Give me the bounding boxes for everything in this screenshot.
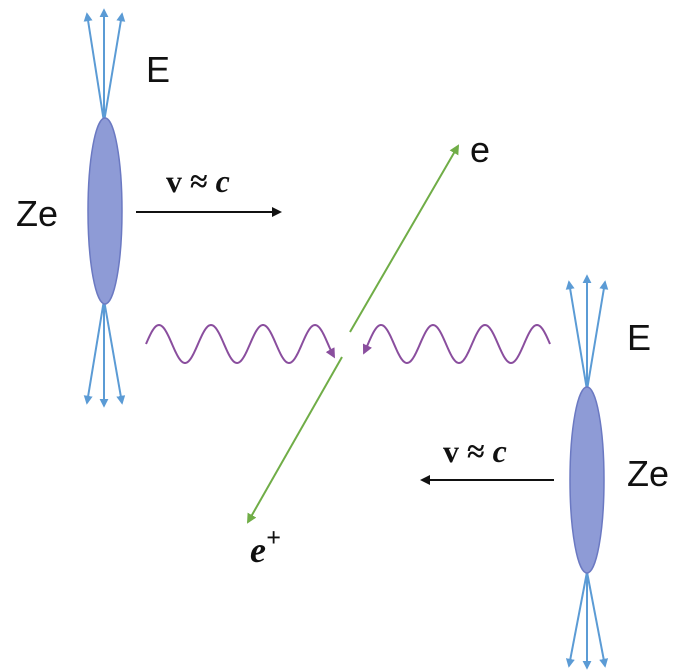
- electron-label: e: [470, 129, 490, 170]
- charge-label-right: Ze: [627, 453, 669, 494]
- velocity-label-left: v ≈ c: [166, 163, 230, 199]
- positron-track: [247, 356, 343, 524]
- electron-track: [349, 144, 460, 333]
- field-lines-right: [565, 274, 609, 670]
- field-label-right: E: [627, 317, 651, 358]
- positron-label: e+: [250, 523, 281, 570]
- velocity-label-right: v ≈ c: [443, 433, 507, 469]
- nucleus-right: Ze E v ≈ c: [420, 274, 669, 670]
- pair-tracks: e e+: [247, 129, 490, 570]
- light-speed-symbol-left: c: [216, 163, 230, 199]
- nucleus-left: Ze E v ≈ c: [16, 8, 282, 408]
- velocity-symbol-right: v: [443, 433, 459, 469]
- light-speed-symbol-right: c: [493, 433, 507, 469]
- photons: [145, 323, 551, 365]
- positron-charge: +: [266, 523, 281, 552]
- approx-symbol-left: ≈: [182, 163, 216, 199]
- field-label-left: E: [146, 49, 170, 90]
- charge-label-left: Ze: [16, 193, 58, 234]
- photon-wave-right: [362, 323, 551, 365]
- nucleus-left-body: [87, 117, 123, 305]
- photon-wave-left: [145, 323, 335, 365]
- positron-base: e: [250, 530, 266, 570]
- nucleus-right-body: [569, 386, 605, 574]
- velocity-symbol-left: v: [166, 163, 182, 199]
- approx-symbol-right: ≈: [459, 433, 493, 469]
- field-lines-left: [83, 8, 126, 408]
